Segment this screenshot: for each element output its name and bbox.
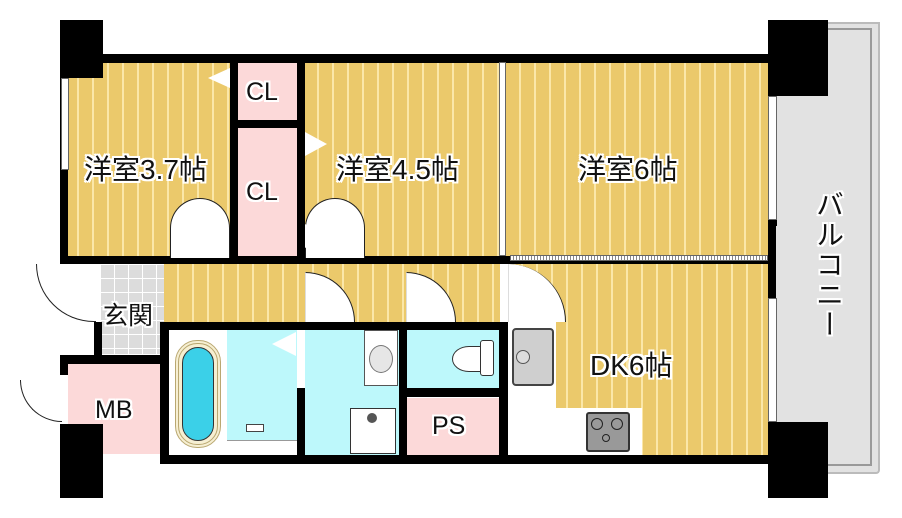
wall-mb-left bbox=[60, 355, 68, 375]
wall-mb-top bbox=[60, 355, 168, 364]
wall-toilet-ps bbox=[399, 388, 507, 397]
western-room-1-label: 洋室3.7帖 bbox=[84, 154, 207, 185]
wall-cl-left bbox=[230, 54, 238, 264]
window-room-3 bbox=[768, 96, 777, 220]
door-mb[interactable] bbox=[20, 380, 62, 422]
balcony-label: バルコニー bbox=[813, 190, 844, 340]
washing-machine-pan-icon bbox=[350, 408, 396, 454]
pillar-bottom-left bbox=[60, 424, 103, 498]
pipe-space bbox=[406, 398, 500, 455]
wall-mb-right bbox=[160, 322, 169, 464]
closet-door-2b[interactable] bbox=[305, 224, 327, 248]
pillar-top-right bbox=[768, 20, 828, 96]
kitchen-sink-icon bbox=[512, 328, 554, 386]
entrance bbox=[100, 264, 164, 354]
front-door[interactable] bbox=[36, 264, 96, 322]
wall-top bbox=[60, 54, 770, 63]
sliding-door-room2-room3 bbox=[499, 62, 506, 256]
wall-corridor-bottom bbox=[160, 322, 508, 330]
gas-stove-icon bbox=[586, 412, 630, 452]
bathtub-icon bbox=[175, 340, 221, 448]
bath-door[interactable] bbox=[272, 332, 296, 356]
wall-bottom bbox=[162, 455, 770, 464]
closet-door-1[interactable] bbox=[208, 68, 230, 88]
window-dk bbox=[768, 298, 777, 422]
toilet-icon bbox=[452, 340, 494, 376]
wall-kitchen-left bbox=[499, 322, 508, 464]
pillar-top-left bbox=[60, 20, 103, 78]
wall-mid-horizontal bbox=[60, 256, 776, 264]
door-room-1[interactable] bbox=[170, 198, 230, 258]
western-room-3-label: 洋室6帖 bbox=[578, 154, 678, 185]
closet-1-label: CL bbox=[246, 78, 278, 106]
entrance-label: 玄関 bbox=[103, 302, 154, 330]
meter-box-label: MB bbox=[95, 396, 133, 424]
western-room-2-label: 洋室4.5帖 bbox=[336, 154, 459, 185]
wall-cl-divider bbox=[230, 120, 305, 128]
closet-door-2a[interactable] bbox=[305, 132, 327, 156]
wall-cl-right bbox=[297, 54, 305, 264]
western-room-3 bbox=[506, 62, 768, 257]
closet-2 bbox=[237, 128, 297, 258]
window-room-1 bbox=[61, 78, 69, 170]
sink-icon bbox=[364, 330, 398, 386]
bathroom-counter bbox=[227, 440, 297, 455]
sliding-door-room3-dk bbox=[510, 255, 768, 261]
window-dk-upper bbox=[768, 220, 777, 226]
closet-1 bbox=[237, 62, 297, 120]
western-room-1 bbox=[64, 62, 234, 257]
bath-faucet-icon bbox=[246, 424, 264, 432]
dining-kitchen-label: DK6帖 bbox=[590, 350, 673, 381]
pipe-space-label: PS bbox=[432, 412, 466, 440]
wall-entrance-left bbox=[94, 322, 102, 362]
wall-bath-wash bbox=[297, 388, 305, 464]
pillar-bottom-right bbox=[768, 422, 828, 498]
closet-2-label: CL bbox=[246, 178, 278, 206]
